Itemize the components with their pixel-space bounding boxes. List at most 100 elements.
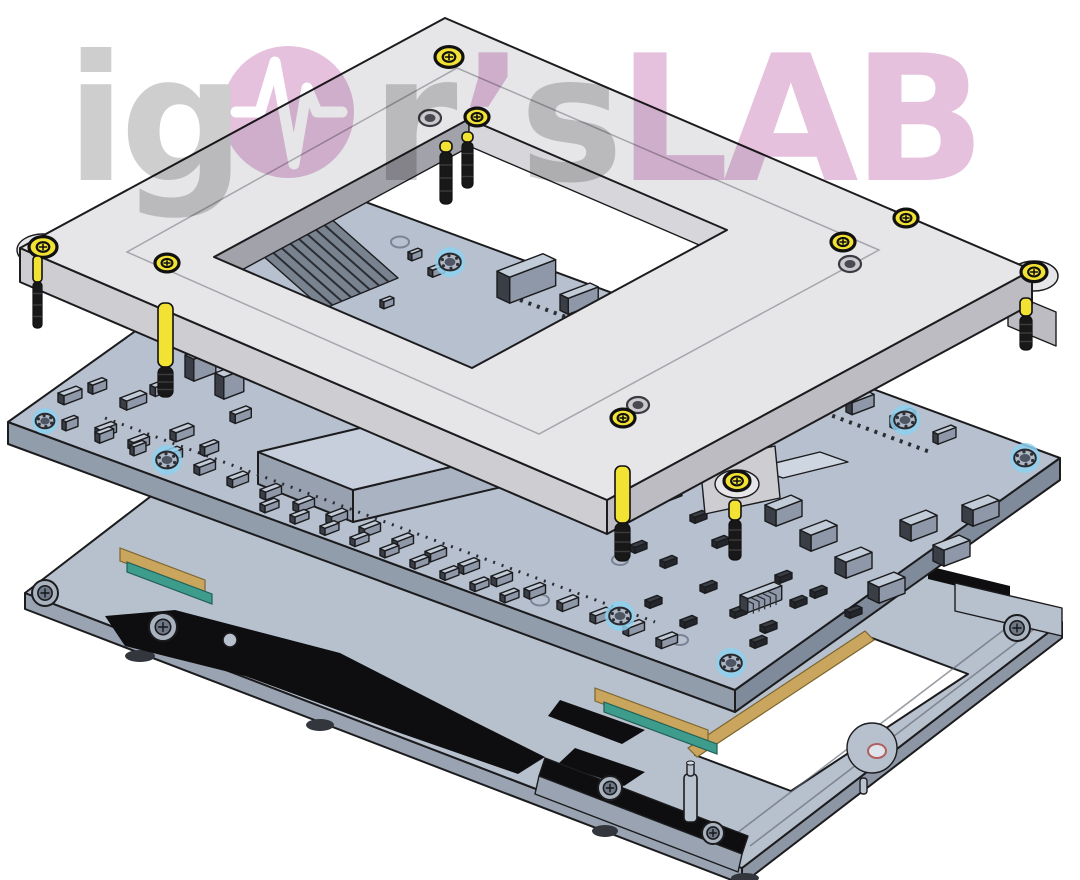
- mounting-hole-highlighted: [32, 408, 58, 434]
- hole-dot: [736, 663, 741, 668]
- smd-component: [94, 425, 115, 435]
- hole-bore: [444, 257, 456, 267]
- base-screw-boss: [1003, 614, 1031, 642]
- mounting-hole-highlighted: [605, 601, 635, 631]
- capacitor: [94, 420, 118, 431]
- screw-head-torx: [730, 475, 744, 487]
- hole-dot: [455, 262, 460, 267]
- standoff-yellow: [1019, 297, 1033, 317]
- hole-dot: [171, 454, 176, 458]
- thermal-pad-black-zone: [558, 748, 645, 786]
- base-screw-boss: [597, 775, 623, 801]
- watermark-ig: ig: [66, 19, 239, 222]
- smd-chip: [699, 579, 718, 589]
- mezzanine-edge-connectors: [119, 547, 718, 755]
- vrm-inductor: [899, 509, 938, 526]
- hole-dot: [454, 256, 459, 260]
- smd-component: [169, 422, 195, 434]
- board-connector: [932, 424, 957, 435]
- thermal-pad-black-zone: [548, 700, 645, 744]
- hole-dot: [37, 422, 41, 426]
- watermark-apostrophe: ’: [459, 19, 519, 222]
- smd-chip: [629, 539, 648, 549]
- recessed-hole: [632, 401, 644, 409]
- smd-component: [87, 376, 108, 386]
- heatsink-fin: [280, 234, 352, 299]
- hole-dot: [49, 416, 53, 420]
- hole-dot: [1030, 458, 1035, 463]
- smd-component: [229, 405, 252, 416]
- standoff-screw: [439, 140, 453, 205]
- frame-screws: [27, 45, 1049, 493]
- green-pcb-edge: [126, 561, 213, 605]
- capacitor: [457, 556, 481, 568]
- hole-bore: [40, 417, 50, 425]
- capacitor: [226, 470, 250, 481]
- capacitor: [292, 495, 316, 506]
- capacitor: [409, 553, 430, 563]
- hole-dot: [1022, 450, 1026, 454]
- watermark-lab: LAB: [618, 19, 980, 222]
- smd-chip: [844, 604, 863, 614]
- hole-bore: [614, 611, 626, 621]
- hole-dot: [1015, 453, 1020, 458]
- capacitor: [358, 519, 382, 530]
- mounting-hole-highlighted: [435, 247, 465, 277]
- hole-dot: [624, 610, 629, 614]
- front-tab-side: [534, 775, 743, 873]
- vrm-inductor: [834, 546, 873, 563]
- capacitor: [259, 482, 283, 493]
- hole-dot: [896, 422, 901, 426]
- heatsink-fin: [308, 223, 380, 287]
- screw-head-torx: [444, 53, 454, 61]
- capacitor: [424, 544, 448, 555]
- recessed-hole: [844, 260, 856, 268]
- recessed-hole: [625, 395, 651, 415]
- hole-dot: [909, 414, 914, 418]
- standoff-yellow: [614, 465, 631, 524]
- rubber-foot: [592, 825, 618, 837]
- smd-chip: [659, 554, 678, 564]
- vrm-heatsink-fin: [745, 599, 754, 614]
- hole-dot: [730, 667, 734, 671]
- hole-dot: [910, 420, 915, 425]
- vrm-heatsink-fin: [751, 597, 760, 612]
- watermark-s: s: [519, 19, 617, 222]
- screw-head: [829, 231, 857, 253]
- standoff-screw: [614, 465, 631, 562]
- rubber-foot: [125, 650, 155, 662]
- standoff-screw: [1019, 297, 1033, 351]
- hole-dot: [164, 452, 168, 456]
- capacitor: [499, 587, 520, 597]
- base-screw-torx: [1012, 623, 1022, 633]
- screw-head-torx: [619, 415, 627, 421]
- screw-head-torx: [616, 412, 630, 424]
- capacitor: [349, 531, 370, 541]
- smd-component: [407, 247, 423, 255]
- standoff-screw: [461, 131, 474, 189]
- hole-dot: [902, 412, 906, 416]
- hole-dot: [449, 266, 453, 270]
- screw-head-torx: [473, 114, 481, 120]
- screw-head: [153, 252, 181, 274]
- screw-head-torx: [836, 236, 850, 248]
- smd-chip: [759, 619, 778, 629]
- screw-head-torx: [38, 243, 48, 251]
- heatsink-fin: [261, 242, 334, 306]
- screw-head: [722, 469, 752, 493]
- mounting-hole-highlighted: [152, 445, 182, 475]
- smd-component: [199, 438, 220, 448]
- smd-chip: [749, 634, 768, 644]
- capacitor: [469, 576, 490, 586]
- smd-chip: [679, 614, 698, 624]
- mounting-hole-highlighted: [890, 405, 920, 435]
- vrm-inductor: [932, 534, 971, 551]
- hole-dot: [625, 616, 630, 621]
- heatsink-fin: [299, 226, 371, 291]
- screw-head: [27, 235, 59, 259]
- screw-head-torx: [1027, 266, 1041, 278]
- thermal-pad-black-zone: [105, 610, 545, 774]
- hole-dot: [157, 455, 162, 460]
- frame-holes: [417, 108, 863, 415]
